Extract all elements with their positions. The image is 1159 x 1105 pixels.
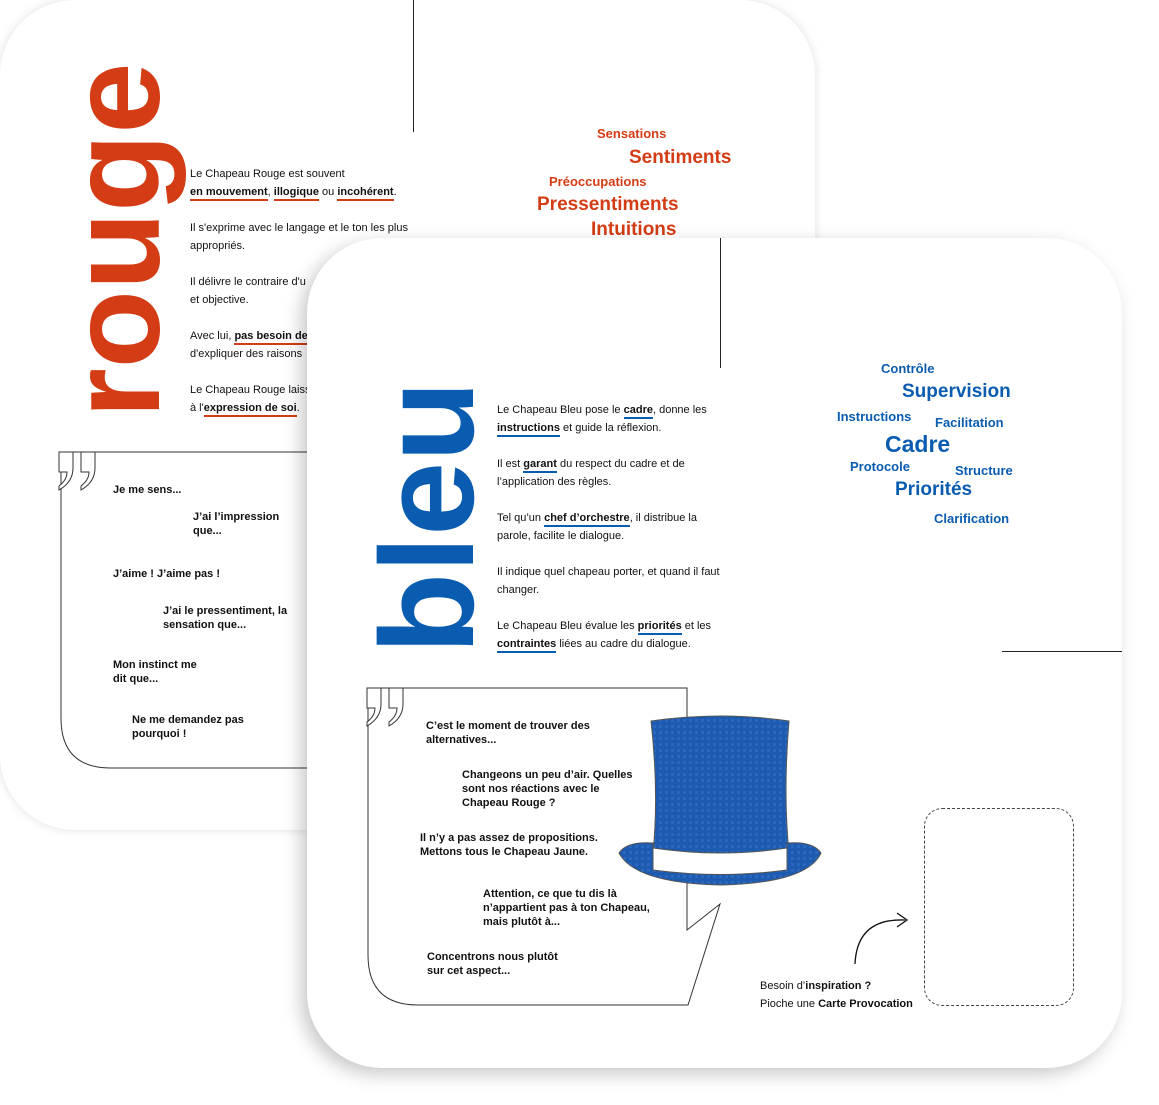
paragraph: Le Chapeau Bleu pose le cadre, donne les… — [497, 401, 727, 437]
paragraph: Le Chapeau Rouge est souvent en mouvemen… — [190, 165, 420, 201]
keyword: priorités — [637, 620, 682, 635]
divider-line — [1002, 651, 1122, 652]
paragraph: Il s'exprime avec le langage et le ton l… — [190, 219, 420, 255]
keyword: cadre — [623, 404, 653, 419]
speech-bubble — [366, 687, 721, 1006]
paragraph: Avec lui, pas besoin de d'expliquer des r… — [190, 327, 420, 363]
text: du respect du cadre et de l’application … — [497, 458, 685, 488]
quote: C’est le moment de trouver des alternati… — [426, 720, 590, 746]
quote: Mon instinct me dit que... — [113, 659, 197, 685]
paragraph: Il est garant du respect du cadre et de … — [497, 455, 727, 491]
keyword: Cadre — [885, 431, 951, 457]
keyword: pas besoin de — [234, 330, 308, 345]
text: , donne les — [652, 404, 707, 416]
curved-arrow-icon — [854, 912, 909, 965]
divider-line — [720, 238, 721, 368]
keyword: Supervision — [902, 381, 1011, 402]
text: Le Chapeau Rouge est souvent — [190, 168, 345, 180]
keyword: Sentiments — [629, 147, 732, 168]
text: inspiration ? — [805, 980, 872, 992]
text: et guide la réflexion. — [559, 422, 662, 434]
keyword: Structure — [955, 463, 1013, 478]
keyword: Protocole — [850, 459, 910, 474]
keyword: contraintes — [497, 638, 557, 653]
keyword: garant — [523, 458, 557, 473]
speech-bubble — [58, 451, 445, 769]
text: Le Chapeau Bleu évalue les — [497, 620, 638, 632]
card-placeholder — [924, 808, 1074, 1006]
text: d'expliquer des raisons — [190, 348, 303, 360]
quote: Il n’y a pas assez de propositions. Mett… — [420, 832, 598, 858]
keyword: Pressentiments — [537, 194, 679, 215]
card-title: bleu — [354, 380, 502, 654]
keyword: instructions — [497, 422, 560, 437]
keyword: Intuitions — [591, 219, 677, 240]
description: Le Chapeau Rouge est souvent en mouvemen… — [190, 165, 420, 435]
blue-hat-card: bleu Le Chapeau Bleu pose le cadre, donn… — [307, 238, 1122, 1068]
text: Pioche une — [760, 998, 819, 1010]
text: Carte Provocation — [818, 998, 913, 1010]
text: et les — [681, 620, 712, 632]
text: liées au cadre du dialogue. — [556, 638, 691, 650]
keyword: Instructions — [837, 409, 912, 424]
quote: J’ai l’impression que... — [193, 511, 280, 537]
quote: Je me sens... — [113, 484, 182, 496]
text: Il est — [497, 458, 524, 470]
quote: J’ai le pressentiment, la sensation que.… — [163, 605, 288, 631]
quote-mark-icon — [366, 687, 404, 727]
quote: Ne me demandez pas pourquoi ! — [132, 714, 244, 740]
text: Le Chapeau Rouge laiss — [190, 384, 311, 396]
paragraph: Il délivre le contraire d'u et objective. — [190, 273, 420, 309]
quote: Concentrons nous plutôt sur cet aspect..… — [427, 951, 558, 977]
keyword: Sensations — [597, 126, 667, 141]
text: et objective. — [190, 294, 249, 306]
text: , il distribue la parole, facilite le di… — [497, 512, 697, 542]
text: . — [393, 186, 397, 198]
quote: Changeons un peu d’air. Quelles sont nos… — [462, 769, 633, 809]
keyword: Priorités — [895, 479, 973, 500]
keyword: Facilitation — [935, 415, 1004, 430]
paragraph: Il indique quel chapeau porter, et quand… — [497, 563, 727, 599]
text: Besoin d’ — [760, 980, 806, 992]
quote: Attention, ce que tu dis là n’appartient… — [483, 888, 650, 928]
keyword: Contrôle — [881, 361, 935, 376]
keyword: expression de soi — [203, 402, 297, 417]
keyword: incohérent — [337, 186, 394, 201]
keyword: Clarification — [934, 511, 1010, 526]
text: Il s'exprime avec le langage et le ton l… — [190, 222, 408, 252]
text: , — [267, 186, 274, 198]
divider-line — [413, 0, 414, 132]
text: Tel qu’un — [497, 512, 545, 524]
inspiration-text: Besoin d’inspiration ? Pioche une Carte … — [760, 977, 913, 1013]
text: Le Chapeau Bleu pose le — [497, 404, 624, 416]
quote-mark-icon — [58, 451, 96, 491]
paragraph: Le Chapeau Bleu évalue les priorités et … — [497, 617, 727, 653]
keyword: chef d’orchestre — [544, 512, 630, 527]
paragraph: Tel qu’un chef d’orchestre, il distribue… — [497, 509, 727, 545]
keyword: en mouvement — [190, 186, 268, 201]
keyword: Préoccupations — [549, 174, 647, 189]
text: Il délivre le contraire d'u — [190, 276, 306, 288]
quote: J’aime ! J’aime pas ! — [113, 568, 220, 580]
keyword: illogique — [273, 186, 319, 201]
text: ou — [319, 186, 338, 198]
text: à l' — [190, 402, 204, 414]
paragraph: Le Chapeau Rouge laiss à l'expression de … — [190, 381, 420, 417]
text: . — [296, 402, 300, 414]
card-title: rouge — [44, 62, 187, 418]
text: Il indique quel chapeau porter, et quand… — [497, 566, 720, 596]
description: Le Chapeau Bleu pose le cadre, donne les… — [497, 401, 727, 671]
blue-top-hat-icon — [618, 715, 822, 886]
text: Avec lui, — [190, 330, 235, 342]
